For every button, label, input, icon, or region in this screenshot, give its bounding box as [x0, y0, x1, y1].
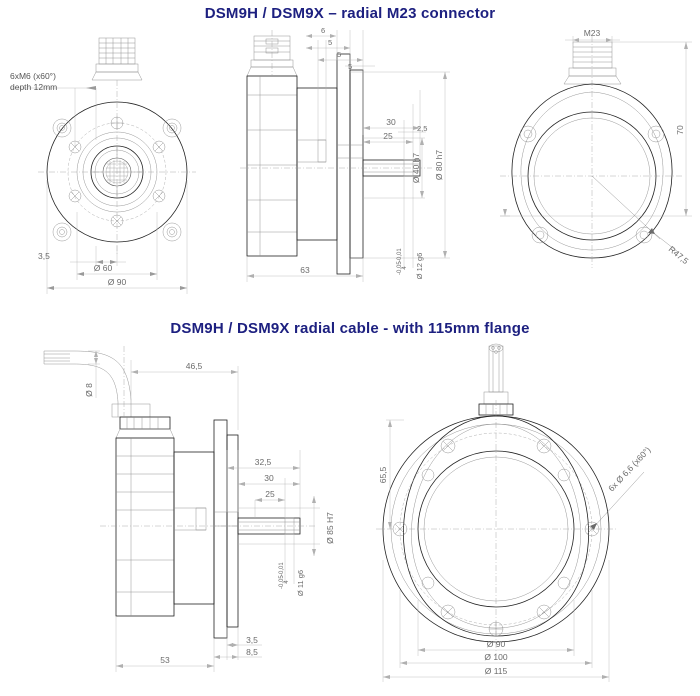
dim-3-5: 3,5: [38, 251, 50, 261]
dim-m23: M23: [584, 28, 601, 38]
dim-2-5: 2,5: [417, 124, 427, 133]
hole-note: 6x Ø 6,6 (x60°): [606, 445, 652, 494]
dim-4-tol-lower: -0,05: [397, 261, 403, 275]
dim-100: Ø 100: [484, 652, 507, 662]
top-section-view: 6 5 5 5 30 25 2,5: [240, 26, 450, 282]
dim-5c: 5: [348, 62, 352, 71]
dim-90b: Ø 90: [487, 639, 506, 649]
dim-4-tolerance: 4: [402, 266, 408, 270]
dim-115: Ø 115: [485, 666, 508, 676]
dim-4b-tol-upper: -0,01: [279, 562, 285, 576]
dim-3-5b: 3,5: [246, 635, 258, 645]
dim-5b: 5: [337, 50, 341, 59]
dim-65-5: 65,5: [378, 466, 388, 483]
dim-46-5: 46,5: [186, 361, 203, 371]
dim-5a: 5: [328, 38, 332, 47]
dim-32-5: 32,5: [255, 457, 272, 467]
section-title-top: DSM9H / DSM9X – radial M23 connector: [204, 5, 496, 22]
dim-4-tolerance-b: 4: [284, 580, 290, 584]
dim-11g6: Ø 11 g6: [296, 570, 305, 596]
dim-25b: 25: [265, 489, 275, 499]
dim-53: 53: [160, 655, 170, 665]
dim-8: Ø 8: [84, 383, 94, 397]
dim-90: Ø 90: [108, 277, 127, 287]
bottom-flange-view: 65,5 6x Ø 6,6 (x60°) Ø 90 Ø 100 Ø 115: [376, 343, 653, 682]
dim-6: 6: [321, 26, 325, 35]
dim-30b: 30: [264, 473, 274, 483]
bolt-note-line1: 6xM6 (x60°): [10, 71, 56, 81]
dim-80h7: Ø 80 h7: [434, 150, 444, 181]
dim-40h7: Ø 40 h7: [411, 153, 421, 184]
dim-60: Ø 60: [94, 263, 113, 273]
section-title-bottom: DSM9H / DSM9X radial cable - with 115mm …: [170, 320, 530, 337]
dim-8-5: 8,5: [246, 647, 258, 657]
dim-25: 25: [383, 131, 393, 141]
bolt-note-line2: depth 12mm: [10, 82, 57, 92]
dim-30: 30: [386, 117, 396, 127]
dim-85h7: Ø 85 H7: [325, 512, 335, 544]
dim-4-tol-upper: -0,01: [397, 248, 403, 262]
dim-4b-tol-lower: -0,05: [279, 575, 285, 589]
dim-12g6: Ø 12 g6: [415, 253, 424, 280]
dim-70: 70: [675, 125, 685, 135]
dim-63: 63: [300, 265, 310, 275]
